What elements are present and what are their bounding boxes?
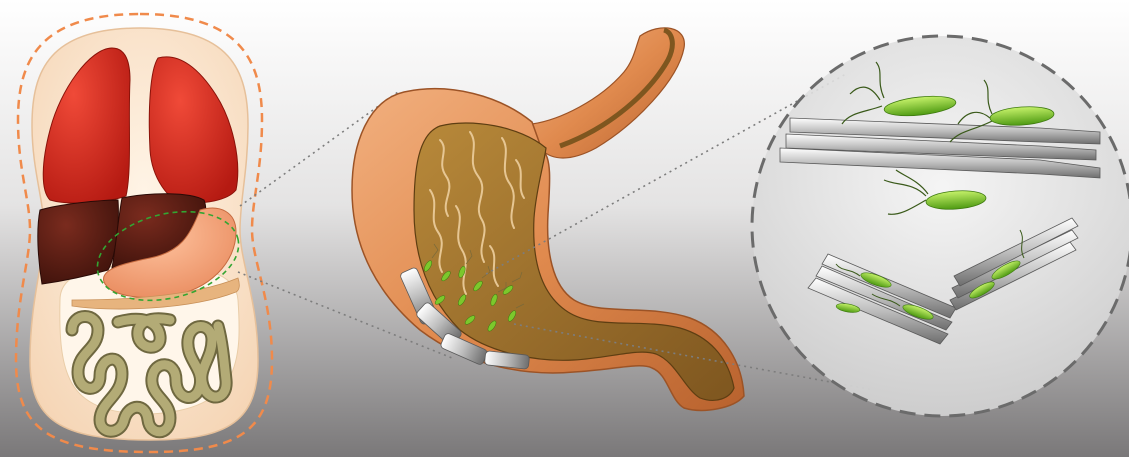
magnified-view <box>752 36 1129 416</box>
torso-panel <box>16 14 272 452</box>
